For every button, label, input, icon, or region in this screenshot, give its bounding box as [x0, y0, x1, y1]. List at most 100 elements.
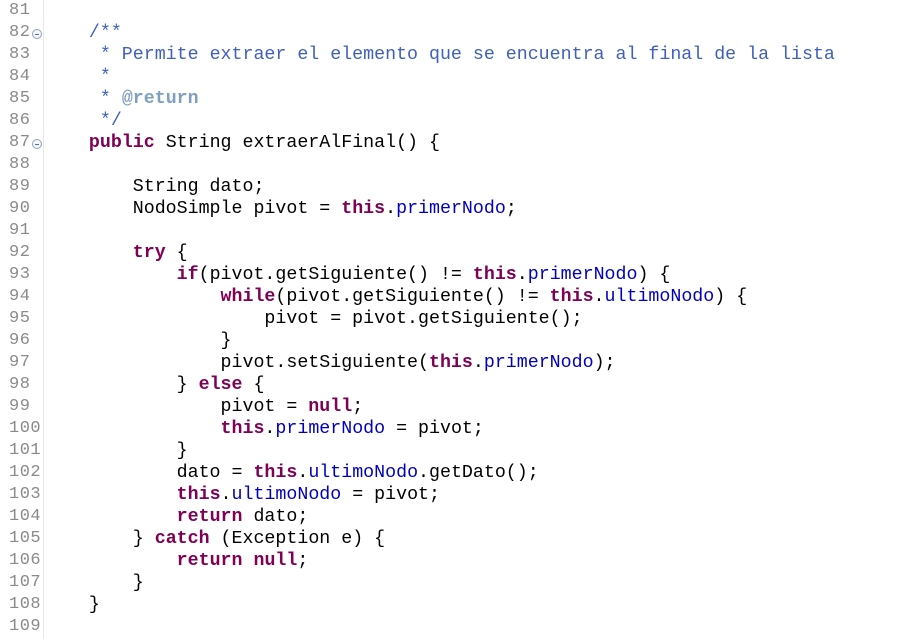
code-line[interactable]: 108 }: [0, 594, 923, 616]
line-number-gutter: [0, 0, 44, 639]
code-line[interactable]: 103 this.ultimoNodo = pivot;: [0, 484, 923, 506]
code-line[interactable]: 102 dato = this.ultimoNodo.getDato();: [0, 462, 923, 484]
code-token: .: [385, 199, 397, 219]
code-line[interactable]: 105 } catch (Exception e) {: [0, 528, 923, 550]
code-token: [45, 419, 221, 439]
line-number: 106: [9, 551, 42, 570]
code-line[interactable]: 106 return null;: [0, 550, 923, 572]
code-line[interactable]: 97 pivot.setSiguiente(this.primerNodo);: [0, 352, 923, 374]
line-number: 86: [9, 111, 31, 130]
field-token: primerNodo: [275, 419, 386, 439]
code-line[interactable]: 88: [0, 154, 923, 176]
line-number: 98: [9, 375, 31, 394]
field-token: primerNodo: [396, 199, 506, 219]
code-token: [45, 287, 221, 307]
code-text[interactable]: * @return: [45, 88, 199, 110]
code-text[interactable]: *: [45, 66, 111, 88]
code-token: [45, 89, 100, 109]
code-token: .: [297, 463, 309, 483]
line-number: 100: [9, 419, 42, 438]
code-text[interactable]: }: [45, 594, 100, 616]
line-number: 94: [9, 287, 31, 306]
code-token: [45, 265, 177, 285]
code-line[interactable]: 87 public String extraerAlFinal() {: [0, 132, 923, 154]
code-text[interactable]: this.primerNodo = pivot;: [45, 418, 484, 440]
line-number: 89: [9, 177, 31, 196]
code-token: [45, 243, 133, 263]
line-number: 84: [9, 67, 31, 86]
line-number: 109: [9, 617, 42, 636]
code-line[interactable]: 95 pivot = pivot.getSiguiente();: [0, 308, 923, 330]
code-text[interactable]: * Permite extraer el elemento que se enc…: [45, 44, 835, 66]
code-text[interactable]: pivot.setSiguiente(this.primerNodo);: [45, 352, 616, 374]
code-line[interactable]: 86 */: [0, 110, 923, 132]
line-number: 101: [9, 441, 42, 460]
code-line[interactable]: 96 }: [0, 330, 923, 352]
code-line[interactable]: 100 this.primerNodo = pivot;: [0, 418, 923, 440]
code-text[interactable]: /**: [45, 22, 122, 44]
code-text[interactable]: pivot = null;: [45, 396, 364, 418]
code-text[interactable]: public String extraerAlFinal() {: [45, 132, 440, 154]
code-line[interactable]: 81: [0, 0, 923, 22]
keyword-token: this: [341, 199, 386, 219]
code-text[interactable]: }: [45, 330, 232, 352]
comment-token: * Permite extraer el elemento que se enc…: [99, 45, 835, 65]
code-token: }: [45, 529, 155, 549]
code-text[interactable]: String dato;: [45, 176, 265, 198]
line-number: 81: [9, 1, 31, 20]
fold-collapse-icon[interactable]: [32, 139, 42, 149]
keyword-token: while: [220, 287, 276, 307]
code-text[interactable]: */: [45, 110, 122, 132]
code-token: [45, 67, 100, 87]
line-number: 107: [9, 573, 42, 592]
code-token: [45, 23, 89, 43]
code-token: {: [242, 375, 265, 395]
code-text[interactable]: } else {: [45, 374, 265, 396]
code-token: NodoSimple pivot =: [45, 199, 342, 219]
code-line[interactable]: 82 /**: [0, 22, 923, 44]
code-token: .: [593, 287, 605, 307]
fold-collapse-icon[interactable]: [32, 29, 42, 39]
code-line[interactable]: 109: [0, 616, 923, 638]
code-token: [45, 111, 100, 131]
code-text[interactable]: pivot = pivot.getSiguiente();: [45, 308, 582, 330]
code-line[interactable]: 84 *: [0, 66, 923, 88]
code-line[interactable]: 83 * Permite extraer el elemento que se …: [0, 44, 923, 66]
code-text[interactable]: } catch (Exception e) {: [45, 528, 385, 550]
code-text[interactable]: this.ultimoNodo = pivot;: [45, 484, 440, 506]
code-text[interactable]: }: [45, 440, 188, 462]
code-line[interactable]: 90 NodoSimple pivot = this.primerNodo;: [0, 198, 923, 220]
code-line[interactable]: 98 } else {: [0, 374, 923, 396]
keyword-token: null: [308, 397, 353, 417]
code-text[interactable]: dato = this.ultimoNodo.getDato();: [45, 462, 539, 484]
code-line[interactable]: 85 * @return: [0, 88, 923, 110]
code-text[interactable]: NodoSimple pivot = this.primerNodo;: [45, 198, 517, 220]
code-line[interactable]: 92 try {: [0, 242, 923, 264]
code-line[interactable]: 91: [0, 220, 923, 242]
code-text[interactable]: if(pivot.getSiguiente() != this.primerNo…: [45, 264, 671, 286]
code-token: pivot.setSiguiente(: [45, 353, 429, 373]
code-line[interactable]: 104 return dato;: [0, 506, 923, 528]
keyword-token: this: [176, 485, 221, 505]
code-token: }: [45, 441, 188, 461]
line-number: 104: [9, 507, 42, 526]
code-line[interactable]: 89 String dato;: [0, 176, 923, 198]
code-token: [45, 551, 177, 571]
code-line[interactable]: 101 }: [0, 440, 923, 462]
code-text[interactable]: try {: [45, 242, 188, 264]
code-line[interactable]: 93 if(pivot.getSiguiente() != this.prime…: [0, 264, 923, 286]
code-line[interactable]: 107 }: [0, 572, 923, 594]
code-text[interactable]: return dato;: [45, 506, 309, 528]
code-text[interactable]: }: [45, 572, 144, 594]
line-number: 96: [9, 331, 31, 350]
code-line[interactable]: 94 while(pivot.getSiguiente() != this.ul…: [0, 286, 923, 308]
code-text[interactable]: while(pivot.getSiguiente() != this.ultim…: [45, 286, 748, 308]
line-number: 99: [9, 397, 31, 416]
code-text[interactable]: return null;: [45, 550, 309, 572]
field-token: ultimoNodo: [604, 287, 715, 307]
code-line[interactable]: 99 pivot = null;: [0, 396, 923, 418]
keyword-token: return: [176, 551, 243, 571]
code-token: String extraerAlFinal() {: [154, 133, 440, 153]
